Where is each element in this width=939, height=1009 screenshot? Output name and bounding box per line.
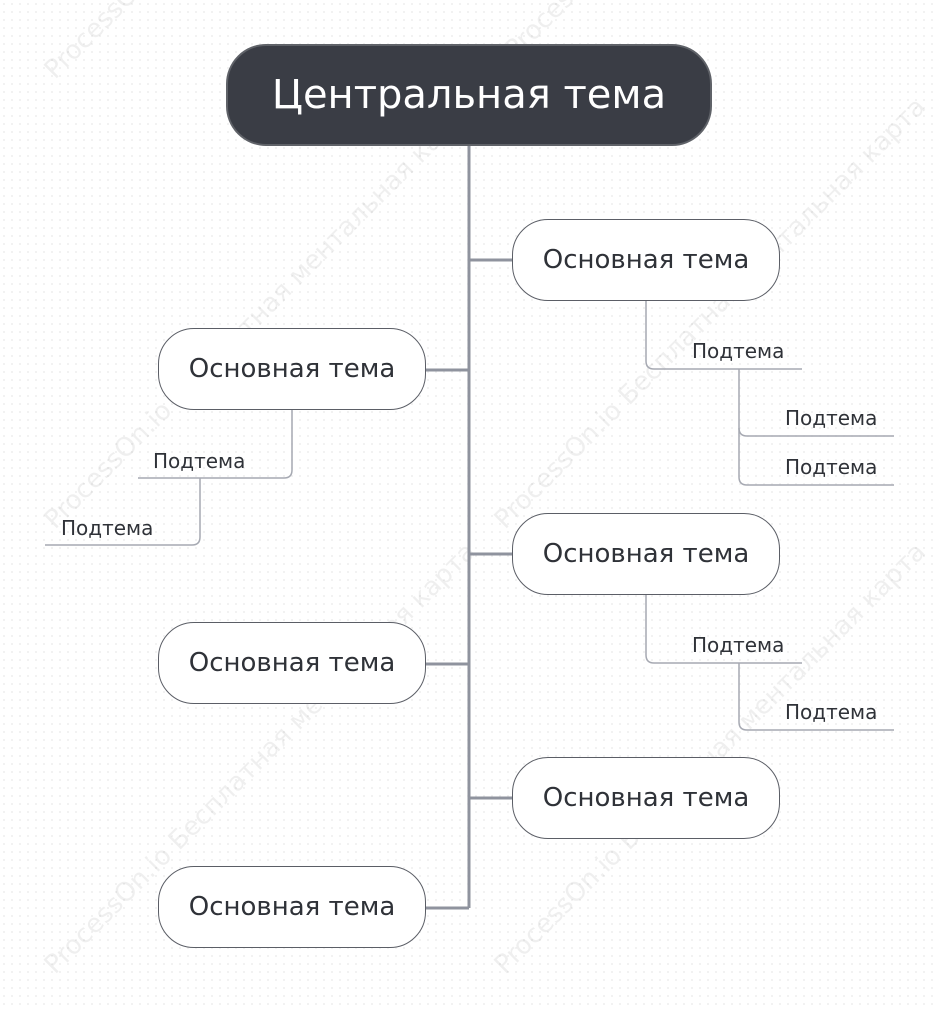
main-topic-right-3[interactable]: Основная тема [512,757,780,839]
subtopic[interactable]: Подтема [785,700,878,724]
central-topic[interactable]: Центральная тема [226,44,712,146]
main-topic-right-1[interactable]: Основная тема [512,219,780,301]
subtopic-connector [738,428,894,486]
main-topic-right-2[interactable]: Основная тема [512,513,780,595]
main-topic-left-1[interactable]: Основная тема [158,328,426,410]
subtopic-connector [738,663,894,731]
subtopic[interactable]: Подтема [692,633,785,657]
subtopic[interactable]: Подтема [692,339,785,363]
main-topic-left-3[interactable]: Основная тема [158,866,426,948]
subtopic[interactable]: Подтема [785,455,878,479]
subtopic[interactable]: Подтема [153,449,246,473]
main-topic-left-2[interactable]: Основная тема [158,622,426,704]
subtopic[interactable]: Подтема [61,516,154,540]
subtopic-connector [645,594,802,664]
subtopic-connector [45,478,201,546]
subtopic[interactable]: Подтема [785,406,878,430]
subtopic-connector [645,300,802,370]
subtopic-connector [138,409,293,479]
